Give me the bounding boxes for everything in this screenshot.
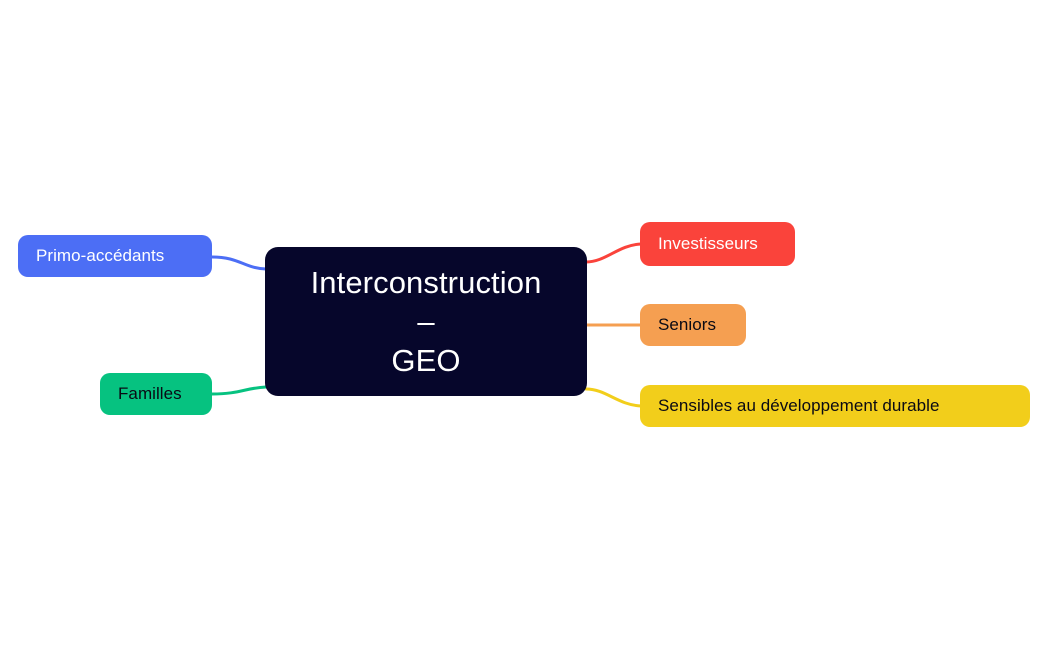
branch-node-seniors[interactable]: Seniors <box>640 304 746 346</box>
branch-node-familles[interactable]: Familles <box>100 373 212 415</box>
connector-familles <box>210 385 268 396</box>
branch-label-investisseurs: Investisseurs <box>658 234 758 253</box>
branch-label-sensibles: Sensibles au développement durable <box>658 396 940 415</box>
central-node[interactable]: Interconstruction – GEO <box>265 247 587 396</box>
central-node-line-3: GEO <box>391 343 461 378</box>
branch-label-seniors: Seniors <box>658 315 716 334</box>
branch-node-investisseurs[interactable]: Investisseurs <box>640 222 795 266</box>
branch-label-primo-accedants: Primo-accédants <box>36 246 165 265</box>
connector-investisseurs <box>584 242 643 264</box>
central-node-line-2: – <box>417 304 435 339</box>
connector-sensibles <box>584 387 643 408</box>
branch-node-sensibles[interactable]: Sensibles au développement durable <box>640 385 1030 427</box>
branch-label-familles: Familles <box>118 384 182 403</box>
connector-primo-accedants <box>210 255 268 271</box>
central-node-line-1: Interconstruction <box>310 265 542 300</box>
branch-node-primo-accedants[interactable]: Primo-accédants <box>18 235 212 277</box>
